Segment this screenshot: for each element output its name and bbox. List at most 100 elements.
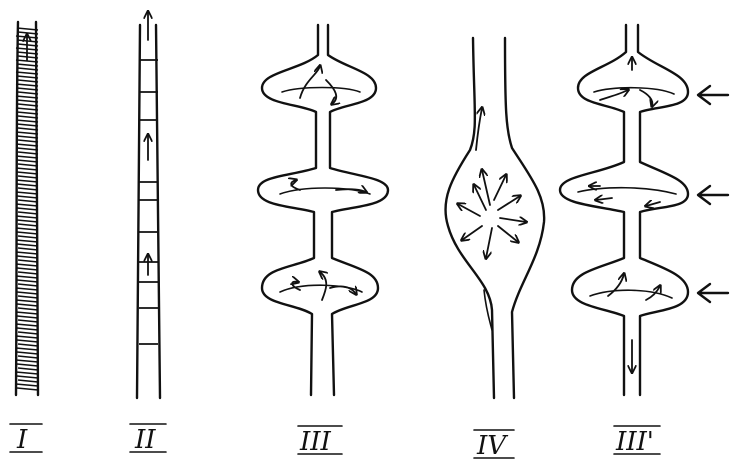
hatch-line <box>17 208 38 210</box>
hatch-line <box>18 116 38 118</box>
stage-i-column <box>16 22 38 395</box>
hatch-line <box>18 284 38 286</box>
hatch-line <box>16 264 38 266</box>
external-arrow-middle <box>698 186 728 204</box>
hatch-line <box>17 304 38 306</box>
hatch-line <box>17 100 38 102</box>
stage-ii-cross-lines <box>139 60 158 344</box>
hatch-line <box>18 380 38 382</box>
hatch-line <box>18 176 38 178</box>
hatch-line <box>16 240 38 242</box>
hatch-line <box>16 168 38 170</box>
stage-iv-spindle <box>445 38 544 398</box>
hatch-line <box>17 220 38 222</box>
hatch-line <box>17 268 38 270</box>
hatch-line <box>16 252 38 254</box>
hatch-line <box>17 316 38 318</box>
hatch-line <box>16 132 38 134</box>
hatch-line <box>18 200 38 202</box>
hatch-line <box>18 368 38 370</box>
hatch-line <box>17 364 38 366</box>
hatch-line <box>16 384 38 386</box>
label-stage-iii: III <box>299 427 332 457</box>
hatch-line <box>17 340 38 342</box>
hatch-line <box>18 224 38 226</box>
hatch-line <box>18 212 38 214</box>
label-stage-iv: IV <box>476 431 508 461</box>
hatch-line <box>17 124 38 126</box>
hatch-line <box>16 192 38 194</box>
hatch-line <box>16 276 38 278</box>
hatch-line <box>18 296 38 298</box>
hatch-line <box>18 308 38 310</box>
external-arrow-bottom <box>698 284 728 302</box>
label-stage-ii: II <box>134 425 156 455</box>
hatch-line <box>16 72 38 74</box>
hatch-line <box>18 68 38 70</box>
hatch-line <box>18 248 38 250</box>
hatch-line <box>18 272 38 274</box>
hatch-line <box>16 204 38 206</box>
hatch-line <box>17 376 38 378</box>
hatch-line <box>16 336 38 338</box>
hatch-line <box>16 360 38 362</box>
hatch-line <box>18 104 38 106</box>
hatch-line <box>18 320 38 322</box>
hatch-line <box>17 160 38 162</box>
hatch-line <box>16 96 38 98</box>
hatch-line <box>18 332 38 334</box>
stage-i-hatching <box>16 28 38 390</box>
hatch-line <box>16 348 38 350</box>
external-arrow-top <box>698 86 728 104</box>
hatch-line <box>18 128 38 130</box>
stage-iii-lobed-stem <box>258 25 388 395</box>
label-stage-iii-prime: III' <box>615 427 654 457</box>
hatch-line <box>18 164 38 166</box>
hatch-line <box>17 292 38 294</box>
hatch-line <box>16 108 38 110</box>
label-stage-i: I <box>16 425 28 455</box>
hatch-line <box>17 244 38 246</box>
hatch-line <box>18 188 38 190</box>
hatch-line <box>18 356 38 358</box>
hatch-line <box>17 112 38 114</box>
hatch-line <box>18 344 38 346</box>
hatch-line <box>16 216 38 218</box>
hatch-line <box>17 232 38 234</box>
external-arrows <box>698 86 728 302</box>
hatch-line <box>17 256 38 258</box>
hatch-line <box>16 120 38 122</box>
hatch-line <box>17 388 38 390</box>
hatch-line <box>17 136 38 138</box>
hatch-line <box>17 184 38 186</box>
hatch-line <box>17 196 38 198</box>
hatch-line <box>17 148 38 150</box>
hatch-line <box>18 152 38 154</box>
hatch-line <box>17 76 38 78</box>
hatch-line <box>17 172 38 174</box>
hatch-line <box>18 140 38 142</box>
hatch-line <box>17 328 38 330</box>
stage-labels: I II III IV III' <box>10 424 660 461</box>
hatch-line <box>16 324 38 326</box>
stage-ii-tube <box>137 12 160 398</box>
hatch-line <box>16 312 38 314</box>
hatch-line <box>18 80 38 82</box>
hatch-line <box>17 352 38 354</box>
hatch-line <box>17 88 38 90</box>
hatch-line <box>18 236 38 238</box>
stage-iii-prime-lobed-stem <box>560 25 688 395</box>
hatch-line <box>16 228 38 230</box>
hatch-line <box>16 144 38 146</box>
hatch-line <box>16 156 38 158</box>
hatch-line <box>16 84 38 86</box>
hatch-line <box>16 180 38 182</box>
hatch-line <box>16 288 38 290</box>
hatch-line <box>18 260 38 262</box>
hatch-line <box>17 64 38 66</box>
hatch-line <box>18 92 38 94</box>
hatch-line <box>17 280 38 282</box>
hatch-line <box>16 300 38 302</box>
